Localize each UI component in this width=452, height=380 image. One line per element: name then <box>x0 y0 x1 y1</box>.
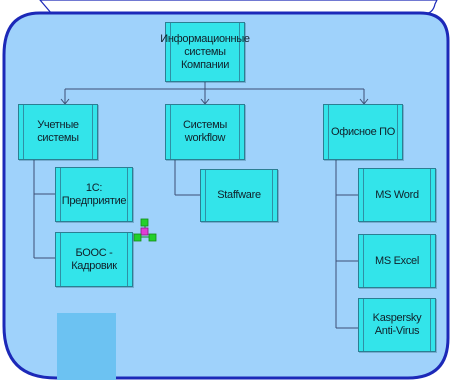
node-root[interactable]: Информационные системы Компании <box>160 22 250 82</box>
node-ms-excel[interactable]: MS Excel <box>358 234 436 288</box>
connectors <box>33 82 365 329</box>
selection-handle-center[interactable] <box>140 227 149 236</box>
selection-handle-right[interactable] <box>148 233 157 242</box>
node-accounting-systems-label: Учетные системы <box>37 119 79 144</box>
selection-handle-left[interactable] <box>133 233 142 242</box>
node-1c[interactable]: 1С: Предприятие <box>55 167 133 222</box>
node-1c-label: 1С: Предприятие <box>61 181 127 207</box>
node-office-software[interactable]: Офисное ПО <box>323 104 403 160</box>
node-staffware-label: Staffware <box>217 189 261 201</box>
node-accounting-systems[interactable]: Учетные системы <box>18 104 98 160</box>
selection-handle-top[interactable] <box>140 218 149 227</box>
node-workflow-systems[interactable]: Системы workflow <box>165 104 245 160</box>
node-root-label: Информационные системы Компании <box>160 32 250 71</box>
node-boos-label: БООС - Кадровик <box>71 246 117 272</box>
node-ms-word[interactable]: MS Word <box>358 168 436 222</box>
node-kaspersky[interactable]: Kaspersky Anti-Virus <box>358 298 436 352</box>
selection-handles[interactable] <box>133 218 157 242</box>
node-boos[interactable]: БООС - Кадровик <box>55 232 133 287</box>
node-workflow-systems-label: Системы workflow <box>183 119 227 144</box>
node-staffware[interactable]: Staffware <box>200 169 278 222</box>
node-ms-excel-label: MS Excel <box>374 254 420 267</box>
node-ms-word-label: MS Word <box>375 188 419 201</box>
node-kaspersky-label: Kaspersky Anti-Virus <box>372 312 422 337</box>
placeholder-block <box>57 313 116 380</box>
node-office-software-label: Офисное ПО <box>330 125 396 138</box>
